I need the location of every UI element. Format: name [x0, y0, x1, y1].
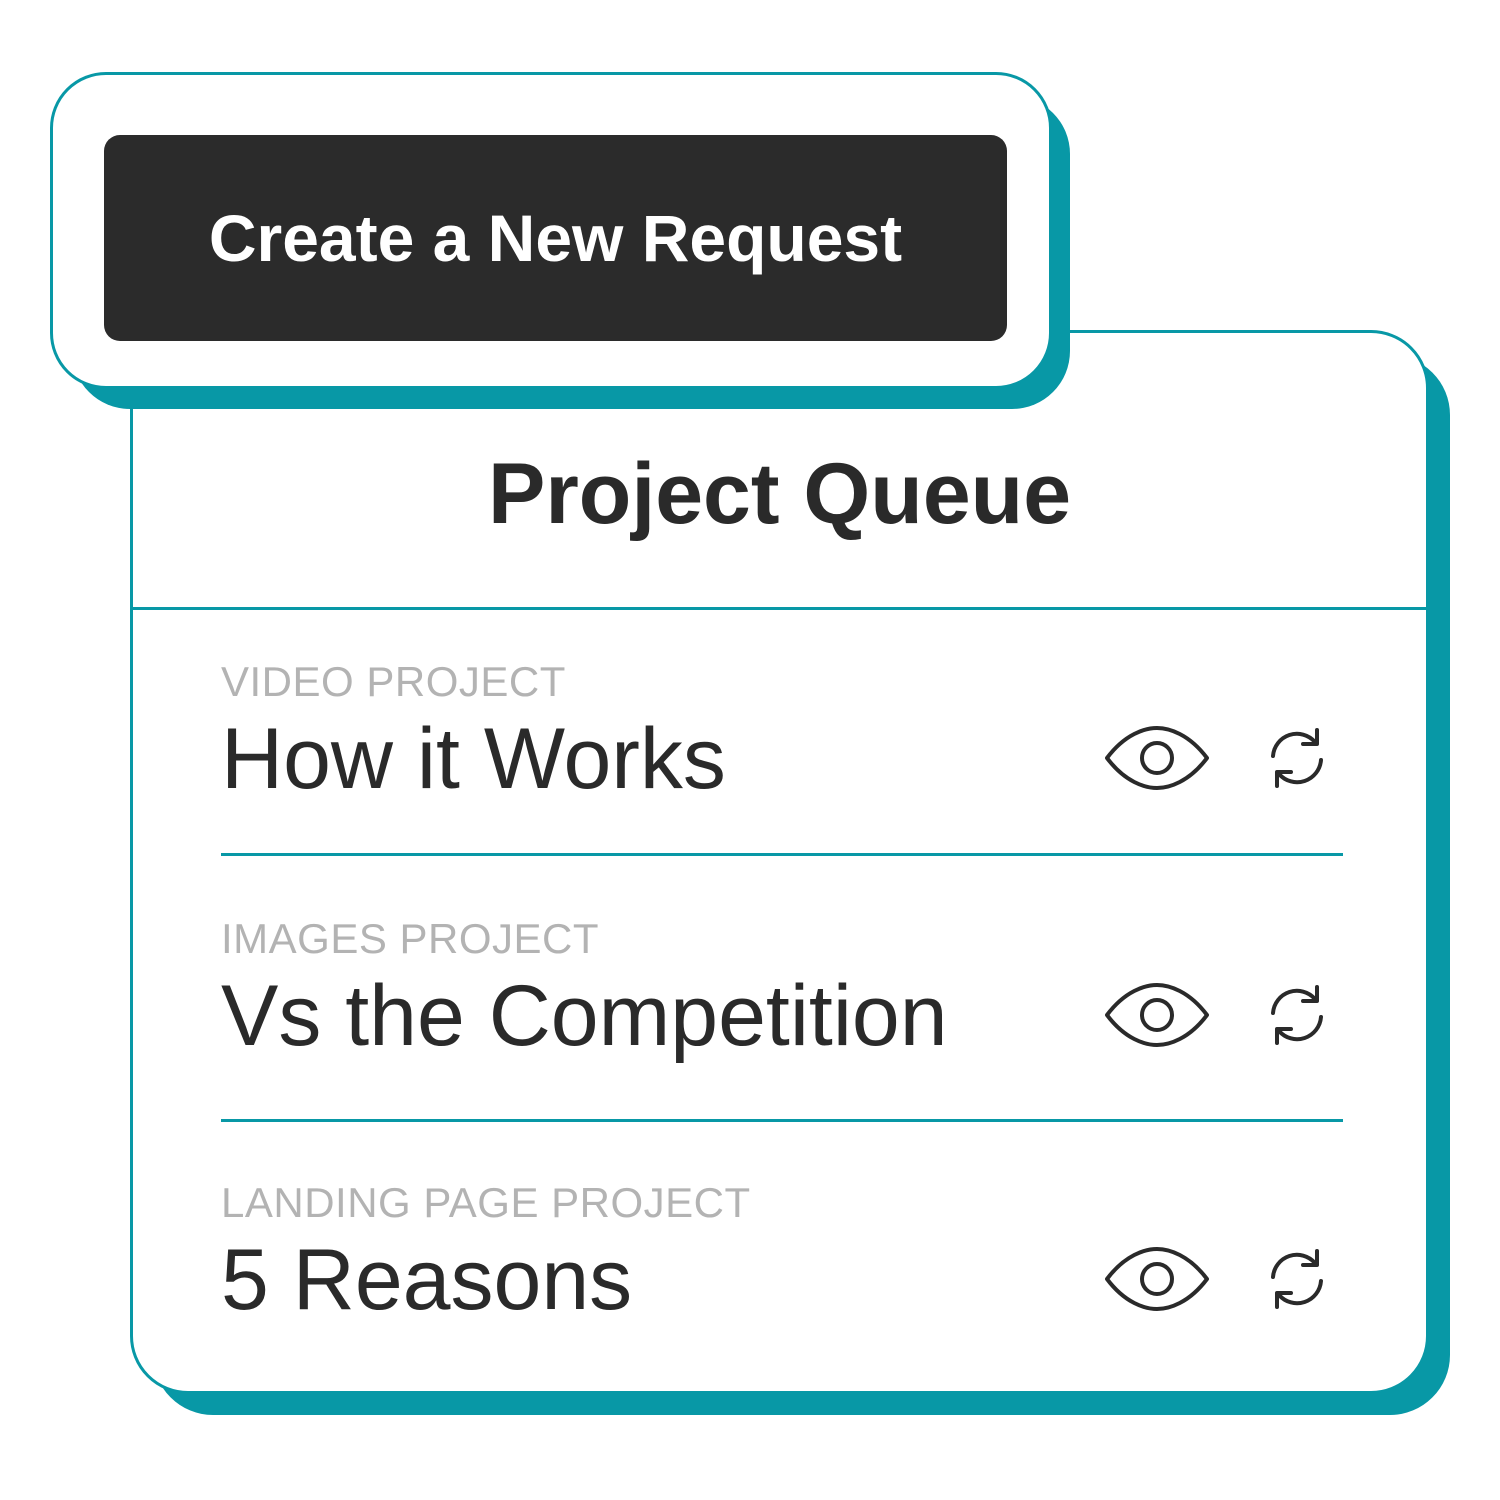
item-actions	[1103, 718, 1343, 798]
create-request-button[interactable]: Create a New Request	[104, 135, 1007, 341]
create-request-callout: Create a New Request	[50, 72, 1052, 389]
refresh-icon[interactable]	[1265, 1247, 1329, 1311]
item-divider	[221, 853, 1343, 856]
item-title[interactable]: Vs the Competition	[221, 968, 948, 1064]
item-actions	[1103, 1239, 1343, 1319]
item-category: IMAGES PROJECT	[221, 915, 600, 962]
eye-icon[interactable]	[1103, 1245, 1211, 1313]
item-title[interactable]: 5 Reasons	[221, 1232, 633, 1328]
header-divider	[133, 607, 1426, 610]
refresh-icon[interactable]	[1265, 726, 1329, 790]
item-divider	[221, 1119, 1343, 1122]
queue-title: Project Queue	[487, 446, 1072, 542]
eye-icon[interactable]	[1103, 724, 1211, 792]
item-category: VIDEO PROJECT	[221, 658, 566, 705]
project-queue-panel: Project Queue VIDEO PROJECT How it Works	[130, 330, 1429, 1394]
item-actions	[1103, 975, 1343, 1055]
refresh-icon[interactable]	[1265, 983, 1329, 1047]
eye-icon[interactable]	[1103, 981, 1211, 1049]
item-title[interactable]: How it Works	[221, 711, 726, 807]
item-category: LANDING PAGE PROJECT	[221, 1179, 751, 1226]
